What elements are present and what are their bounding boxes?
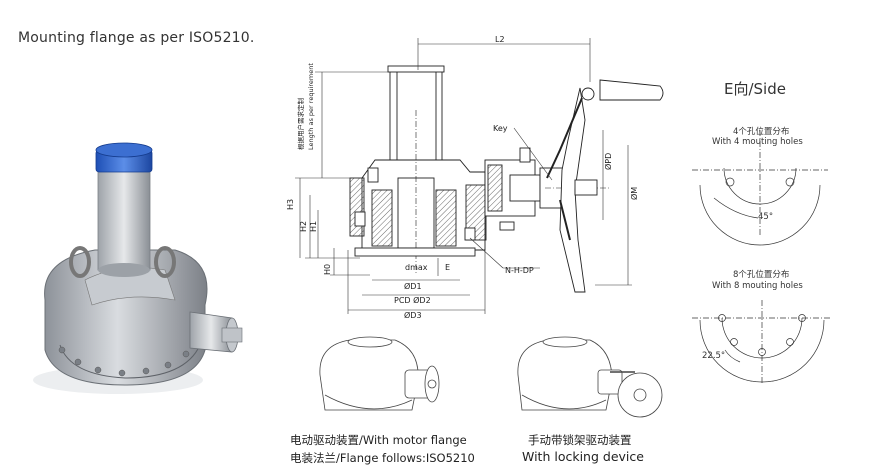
dim-dmax: dmax	[405, 263, 428, 272]
dim-pcd-d2: PCD ØD2	[394, 295, 431, 305]
lock-caption-line2: With locking device	[522, 449, 644, 464]
eight-holes-cn: 8个孔位置分布	[733, 270, 790, 280]
dim-nhdp: N-H-DP	[505, 266, 534, 275]
motor-caption-line1: 电动驱动装置/With motor flange	[290, 433, 467, 447]
dim-d1: ØD1	[404, 281, 422, 291]
four-holes-cn: 4个孔位置分布	[733, 127, 790, 137]
dimension-lines	[295, 38, 632, 314]
dim-d3: ØD3	[404, 310, 422, 320]
eight-holes-en: With 8 mouting holes	[712, 281, 803, 291]
four-holes-en: With 4 mouting holes	[712, 137, 803, 147]
side-view-title: E向/Side	[724, 80, 786, 98]
length-note-cn: 根据用户需求定制	[296, 98, 305, 151]
angle-45: 45°	[758, 212, 774, 222]
dim-key: Key	[493, 124, 508, 133]
dim-h2: H2	[299, 221, 308, 232]
locking-device-sketch	[517, 336, 663, 418]
dim-pd: ØPD	[603, 153, 613, 170]
length-note-en: Length as per requirement	[307, 63, 315, 150]
side-view-8-holes	[692, 300, 830, 385]
dim-h3: H3	[286, 199, 295, 210]
dim-m: ØM	[629, 187, 639, 200]
motor-flange-sketch	[319, 336, 440, 411]
section-drawing	[349, 65, 664, 293]
page-title: Mounting flange as per ISO5210.	[18, 30, 255, 46]
dim-l2: L2	[495, 35, 505, 44]
dim-h1: H1	[309, 221, 318, 232]
lock-caption-line1: 手动带锁架驱动装置	[528, 433, 632, 447]
angle-22-5: 22.5°	[702, 351, 726, 361]
side-view-4-holes	[692, 130, 828, 246]
gearbox-3d-render	[33, 142, 243, 394]
motor-caption-line2: 电装法兰/Flange follows:ISO5210	[290, 451, 475, 465]
dim-h0: H0	[323, 264, 332, 275]
dim-e: E	[445, 263, 450, 272]
